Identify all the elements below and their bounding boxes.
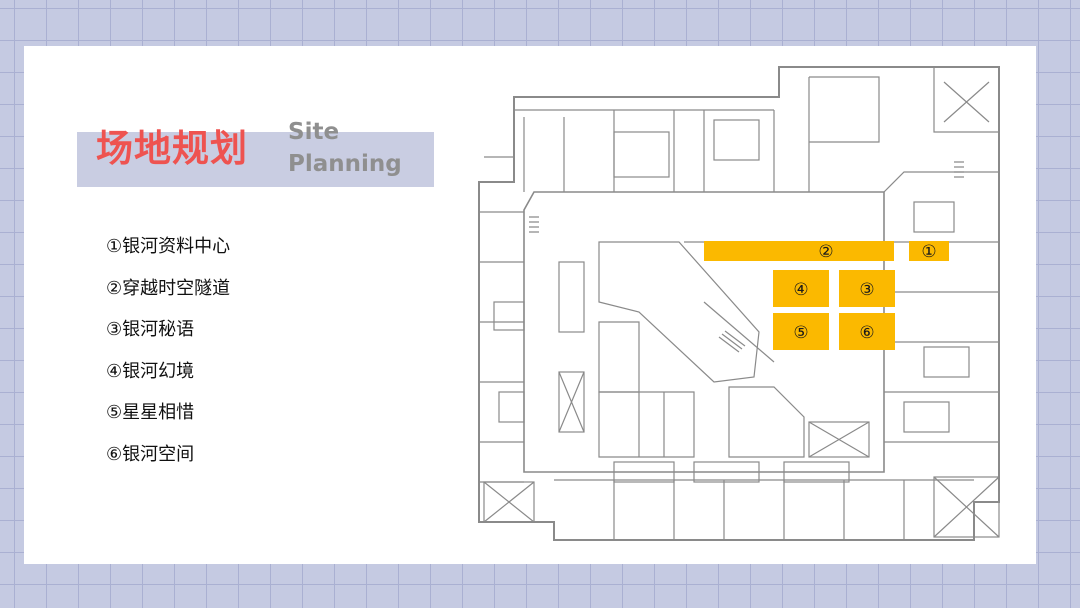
zone-1-marker: ① <box>921 242 936 262</box>
zone-legend-item: ②穿越时空隧道 <box>106 277 231 299</box>
zone-3-block <box>839 270 895 307</box>
zone-legend-list: ①银河资料中心 ②穿越时空隧道 ③银河秘语 ④银河幻境 ⑤星星相惜 ⑥银河空间 <box>106 232 230 481</box>
floor-plan-drawing: ② ① ④ ③ ⑤ ⑥ <box>478 66 1000 541</box>
page-title: 场地规划 <box>96 127 248 170</box>
zone-4-block <box>773 270 829 307</box>
floor-plan-lines <box>478 66 1000 541</box>
zone-5-block <box>773 313 829 350</box>
zone-6-block <box>839 313 895 350</box>
zone-2-marker: ② <box>818 242 833 262</box>
zone-legend-item: ⑥银河空间 <box>106 443 195 465</box>
zone-legend-item: ⑤星星相惜 <box>106 402 195 423</box>
subtitle-line-2: Planning <box>288 151 402 177</box>
zone-4-marker: ④ <box>793 280 808 300</box>
zone-6-marker: ⑥ <box>859 323 874 343</box>
zone-1-block <box>909 241 949 261</box>
zone-3-marker: ③ <box>859 280 874 300</box>
content-card: 场地规划 Site Planning ①银河资料中心 ②穿越时空隧道 ③银河秘语… <box>24 46 1036 564</box>
zone-legend-item: ①银河资料中心 <box>106 236 231 257</box>
zone-highlights <box>704 241 949 350</box>
zone-legend-item: ③银河秘语 <box>106 319 195 340</box>
site-floor-plan: ② ① ④ ③ ⑤ ⑥ <box>464 62 1004 552</box>
zone-5-marker: ⑤ <box>793 323 808 343</box>
title-band <box>77 132 434 187</box>
zone-2-block <box>704 241 894 261</box>
subtitle-line-1: Site <box>288 119 340 145</box>
page-subtitle: Site Planning <box>288 116 402 180</box>
zone-legend-item: ④银河幻境 <box>106 360 195 382</box>
zone-markers: ② ① ④ ③ ⑤ ⑥ <box>793 242 936 343</box>
